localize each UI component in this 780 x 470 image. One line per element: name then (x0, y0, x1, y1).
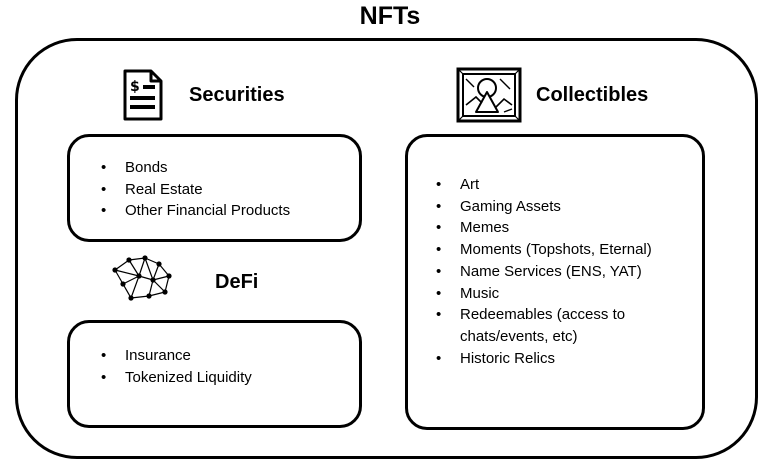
collectibles-item-continued: chats/events, etc) (460, 327, 578, 345)
defi-box: Insurance Tokenized Liquidity (67, 320, 362, 428)
collectibles-item: Music (436, 283, 702, 305)
defi-list: Insurance Tokenized Liquidity (101, 345, 359, 388)
network-mesh-icon (112, 255, 172, 301)
securities-item: Bonds (101, 157, 359, 179)
defi-heading: DeFi (215, 271, 259, 293)
diagram-title: NFTs (359, 2, 421, 30)
collectibles-item: Moments (Topshots, Eternal) (436, 239, 702, 261)
collectibles-box: Art Gaming Assets Memes Moments (Topshot… (405, 134, 705, 430)
framed-art-icon (456, 67, 522, 123)
nfts-container (15, 38, 758, 459)
collectibles-item: Gaming Assets (436, 196, 702, 218)
dollar-document-icon: $ (123, 69, 163, 121)
collectibles-item: Name Services (ENS, YAT) (436, 261, 702, 283)
securities-item: Real Estate (101, 179, 359, 201)
securities-list: Bonds Real Estate Other Financial Produc… (101, 157, 359, 222)
collectibles-list: Art Gaming Assets Memes Moments (Topshot… (436, 174, 702, 369)
collectibles-item: Redeemables (access to (436, 304, 702, 326)
securities-box: Bonds Real Estate Other Financial Produc… (67, 134, 362, 242)
collectibles-item: Art (436, 174, 702, 196)
collectibles-item: Memes (436, 217, 702, 239)
svg-text:$: $ (130, 79, 140, 95)
securities-heading: Securities (189, 84, 285, 106)
defi-item: Insurance (101, 345, 359, 367)
collectibles-heading: Collectibles (536, 84, 649, 106)
defi-item: Tokenized Liquidity (101, 367, 359, 389)
collectibles-item: Historic Relics (436, 348, 702, 370)
securities-item: Other Financial Products (101, 200, 359, 222)
